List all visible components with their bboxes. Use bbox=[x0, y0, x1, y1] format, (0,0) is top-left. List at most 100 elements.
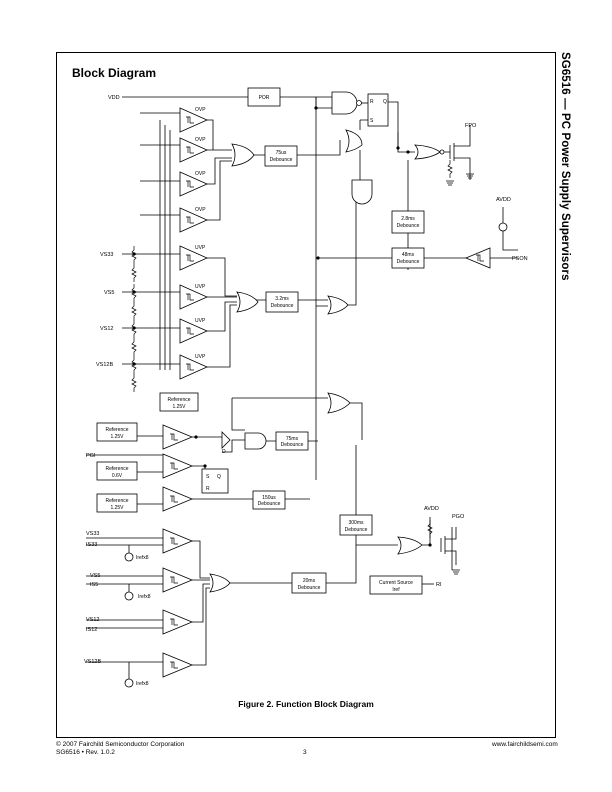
pin-vs5: VS5 bbox=[104, 290, 114, 296]
deb-300ms-box bbox=[339, 514, 373, 536]
side-title: SG6516 — PC Power Supply Supervisors bbox=[556, 52, 580, 352]
sink-label-2: Irefx8 bbox=[138, 594, 151, 600]
output-transistors bbox=[440, 140, 474, 575]
or-gate-ocp bbox=[209, 573, 231, 593]
ovp-label-3: OVP bbox=[195, 171, 206, 177]
comparator-uvp-4 bbox=[179, 354, 208, 380]
pin-pson: PSON bbox=[512, 256, 528, 262]
comparator-uvp-1 bbox=[179, 245, 208, 271]
ref-b-l2: 1.25V bbox=[110, 434, 124, 440]
pin-labels: VDD VS33 VS5 VS12 VS12B PGI FPO AVDD PSO… bbox=[84, 95, 528, 665]
current-sinks bbox=[124, 207, 518, 688]
pin-vs33: VS33 bbox=[100, 252, 113, 258]
ref-06-l2: 0.6V bbox=[112, 473, 123, 479]
or-gate-fault bbox=[327, 295, 349, 315]
footer-part-rev: SG6516 • Rev. 1.0.2 bbox=[56, 749, 115, 756]
pin-pgo: PGO bbox=[452, 514, 465, 520]
pin-is12: IS12 bbox=[86, 627, 97, 633]
comparator-labels: OVP OVP OVP OVP UVP UVP UVP UVP bbox=[195, 107, 206, 360]
pin-is5: IS5 bbox=[90, 582, 98, 588]
ref-c-l2: 1.25V bbox=[110, 505, 124, 511]
avdd-source bbox=[498, 222, 508, 232]
figure-caption: Figure 2. Function Block Diagram bbox=[238, 699, 374, 709]
deb-48ms-l2: Debounce bbox=[397, 259, 420, 265]
deb-75us-box bbox=[264, 145, 298, 167]
comparator-ocp-4 bbox=[162, 652, 194, 678]
comparator-pgi-1 bbox=[162, 424, 194, 450]
pgi-latch-r: R bbox=[206, 486, 210, 492]
ref-125-c-box bbox=[96, 493, 138, 513]
pin-pgi: PGI bbox=[86, 453, 96, 459]
comparator-ocp-3 bbox=[162, 609, 194, 635]
nor-bubble bbox=[439, 149, 445, 155]
footer-website: www.fairchildsemi.com bbox=[492, 741, 558, 748]
sink-3 bbox=[124, 678, 134, 688]
pin-vs12-ocp: VS12 bbox=[86, 617, 99, 623]
deb-28ms-l1: 2.8ms bbox=[401, 216, 415, 222]
deb-150us-box bbox=[252, 490, 286, 510]
ref-a-l2: 1.25V bbox=[172, 404, 186, 410]
pin-vs5-ocp: VS5 bbox=[90, 573, 100, 579]
resistor-dividers bbox=[131, 160, 453, 538]
section-heading: Block Diagram bbox=[72, 66, 157, 80]
nand-gate bbox=[331, 91, 358, 115]
junction-dots bbox=[132, 106, 432, 547]
deb-48ms-l1: 48ms bbox=[402, 252, 415, 258]
uvp-label-4: UVP bbox=[195, 354, 206, 360]
deb-150us-l2: Debounce bbox=[258, 501, 281, 507]
comparator-ocp-1 bbox=[162, 528, 194, 554]
block-labels: POR 75us Debounce 3.2ms Debounce 2.8ms D… bbox=[105, 95, 419, 593]
cur-src-l2: Iref bbox=[392, 587, 400, 593]
pin-vs12: VS12 bbox=[100, 326, 113, 332]
nor-gate-fpo bbox=[414, 144, 441, 160]
ref-c-l1: Reference bbox=[105, 498, 128, 504]
por-box bbox=[247, 87, 281, 107]
or-gate-pg bbox=[327, 392, 351, 414]
footer-copyright: © 2007 Fairchild Semiconductor Corporati… bbox=[56, 741, 185, 748]
footer-page-number: 3 bbox=[303, 749, 307, 756]
or-gate-sr bbox=[345, 129, 363, 153]
comparator-pgi-2 bbox=[162, 453, 194, 479]
pin-avdd-pgo: AVDD bbox=[424, 506, 439, 512]
pin-fpo: FPO bbox=[465, 123, 477, 129]
deb-20ms-l1: 20ms bbox=[303, 578, 316, 584]
latch-r: R bbox=[370, 99, 374, 105]
ovp-label-1: OVP bbox=[195, 107, 206, 113]
pin-vdd: VDD bbox=[108, 95, 120, 101]
deb-2-8ms-box bbox=[391, 210, 425, 234]
comparator-ovp-1 bbox=[179, 107, 208, 133]
comparator-ovp-2 bbox=[179, 137, 208, 163]
comparator-uvp-3 bbox=[179, 318, 208, 344]
or-gate-uvp bbox=[236, 291, 259, 313]
deb-300ms-l2: Debounce bbox=[345, 527, 368, 533]
pin-is33: IS33 bbox=[86, 542, 97, 548]
deb-32ms-l1: 3.2ms bbox=[275, 296, 289, 302]
buffer-d: D bbox=[222, 449, 226, 455]
ref-125-a-box bbox=[159, 392, 199, 412]
deb-75ms-box bbox=[275, 431, 309, 451]
nand-bubble bbox=[356, 100, 362, 106]
uvp-label-2: UVP bbox=[195, 284, 206, 290]
deb-20ms-box bbox=[291, 572, 327, 594]
current-source-box bbox=[369, 575, 423, 595]
cur-src-l1: Current Source bbox=[379, 580, 413, 586]
ref-125-b-box bbox=[96, 422, 138, 442]
deb-48ms-box bbox=[391, 247, 425, 269]
por-label: POR bbox=[259, 95, 270, 101]
and-gate-pgi bbox=[244, 432, 267, 450]
and-gate-mid bbox=[351, 179, 373, 205]
deb-28ms-l2: Debounce bbox=[397, 223, 420, 229]
comparator-pgi-3 bbox=[162, 486, 194, 512]
block-boxes bbox=[96, 87, 425, 595]
pgi-sr-latch bbox=[201, 468, 229, 494]
side-title-text: SG6516 — PC Power Supply Supervisors bbox=[559, 52, 571, 281]
ref-06-l1: Reference bbox=[105, 466, 128, 472]
deb-75us-l2: Debounce bbox=[270, 157, 293, 163]
logic-gates bbox=[209, 91, 491, 593]
comparator-ocp-2 bbox=[162, 567, 194, 593]
ref-b-l1: Reference bbox=[105, 427, 128, 433]
sink-2 bbox=[124, 591, 134, 601]
deb-32ms-l2: Debounce bbox=[271, 303, 294, 309]
deb-150us-l1: 150us bbox=[262, 495, 276, 501]
pin-vs12b-ocp: VS12B bbox=[84, 659, 101, 665]
